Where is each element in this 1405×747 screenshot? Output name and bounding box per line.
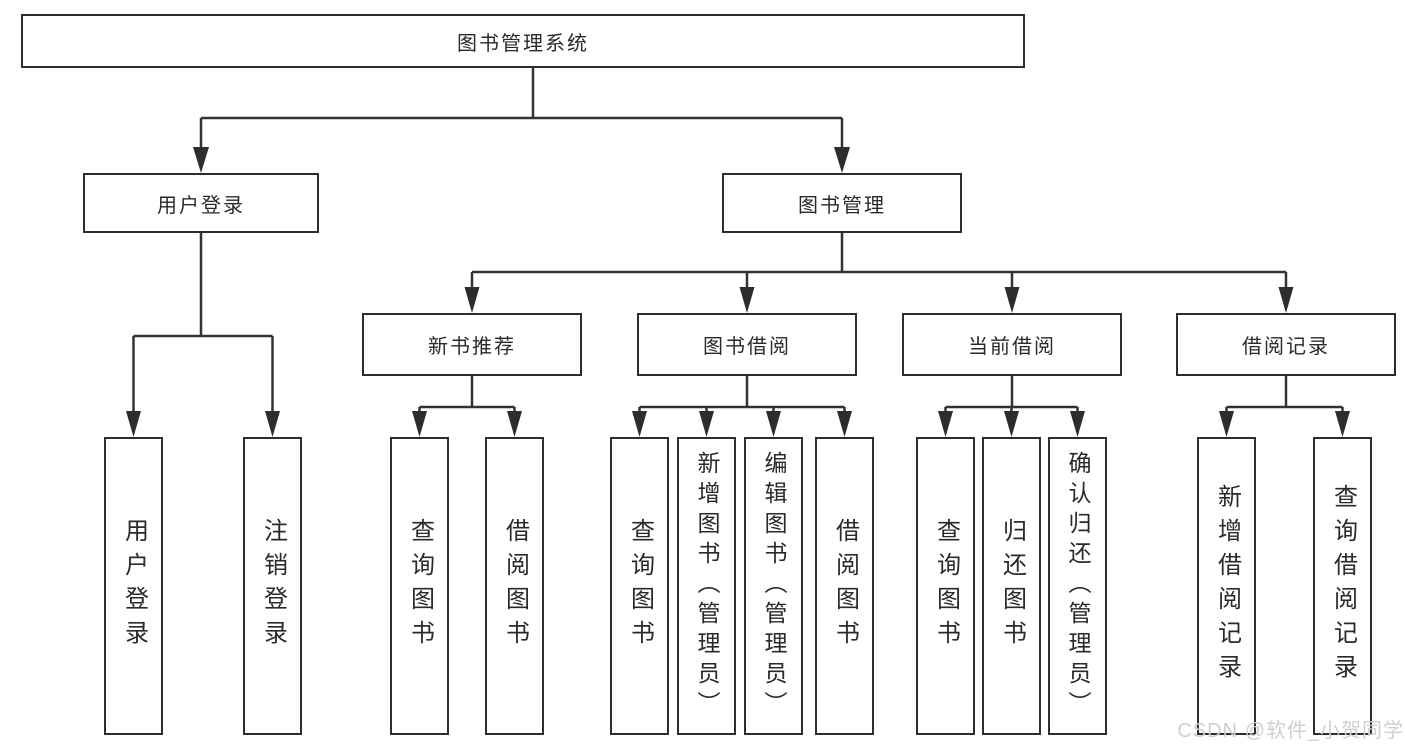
leaf-logout-login: 注销登录 bbox=[243, 437, 302, 735]
leaf-query-books-current: 查询图书 bbox=[916, 437, 975, 735]
leaf-query-books-borrow-label: 查询图书 bbox=[626, 518, 654, 654]
leaf-edit-books-admin: 编辑图书（管理员） bbox=[744, 437, 803, 735]
leaf-borrow-books-borrow-label: 借阅图书 bbox=[831, 518, 859, 654]
leaf-borrow-books-recommend-label: 借阅图书 bbox=[501, 518, 529, 654]
leaf-query-books-borrow: 查询图书 bbox=[610, 437, 669, 735]
node-book-borrowing: 图书借阅 bbox=[637, 313, 857, 376]
leaf-logout-login-label: 注销登录 bbox=[259, 518, 287, 654]
watermark: CSDN @软件_小贺同学 bbox=[1177, 720, 1404, 742]
leaf-borrow-books-recommend: 借阅图书 bbox=[485, 437, 544, 735]
node-borrowing-records: 借阅记录 bbox=[1176, 313, 1396, 376]
leaf-add-borrow-record-label: 新增借阅记录 bbox=[1213, 484, 1241, 688]
leaf-return-books: 归还图书 bbox=[982, 437, 1041, 735]
node-library-system: 图书管理系统 bbox=[21, 14, 1025, 68]
leaf-add-books-admin: 新增图书（管理员） bbox=[677, 437, 736, 735]
leaf-add-borrow-record: 新增借阅记录 bbox=[1197, 437, 1256, 735]
leaf-borrow-books-borrow: 借阅图书 bbox=[815, 437, 874, 735]
leaf-query-borrow-record-label: 查询借阅记录 bbox=[1329, 484, 1357, 688]
leaf-return-books-label: 归还图书 bbox=[998, 518, 1026, 654]
leaf-confirm-return-admin: 确认归还（管理员） bbox=[1048, 437, 1107, 735]
node-user-login: 用户登录 bbox=[83, 173, 319, 233]
node-current-borrowing: 当前借阅 bbox=[902, 313, 1122, 376]
leaf-query-books-recommend-label: 查询图书 bbox=[406, 518, 434, 654]
node-book-management: 图书管理 bbox=[722, 173, 962, 233]
leaf-query-books-recommend: 查询图书 bbox=[390, 437, 449, 735]
leaf-query-books-current-label: 查询图书 bbox=[932, 518, 960, 654]
leaf-edit-books-admin-label: 编辑图书（管理员） bbox=[761, 451, 787, 721]
leaf-user-login: 用户登录 bbox=[104, 437, 163, 735]
leaf-add-books-admin-label: 新增图书（管理员） bbox=[694, 451, 720, 721]
leaf-user-login-label: 用户登录 bbox=[120, 518, 148, 654]
leaf-query-borrow-record: 查询借阅记录 bbox=[1313, 437, 1372, 735]
node-new-book-recommendation: 新书推荐 bbox=[362, 313, 582, 376]
leaf-confirm-return-admin-label: 确认归还（管理员） bbox=[1065, 451, 1091, 721]
